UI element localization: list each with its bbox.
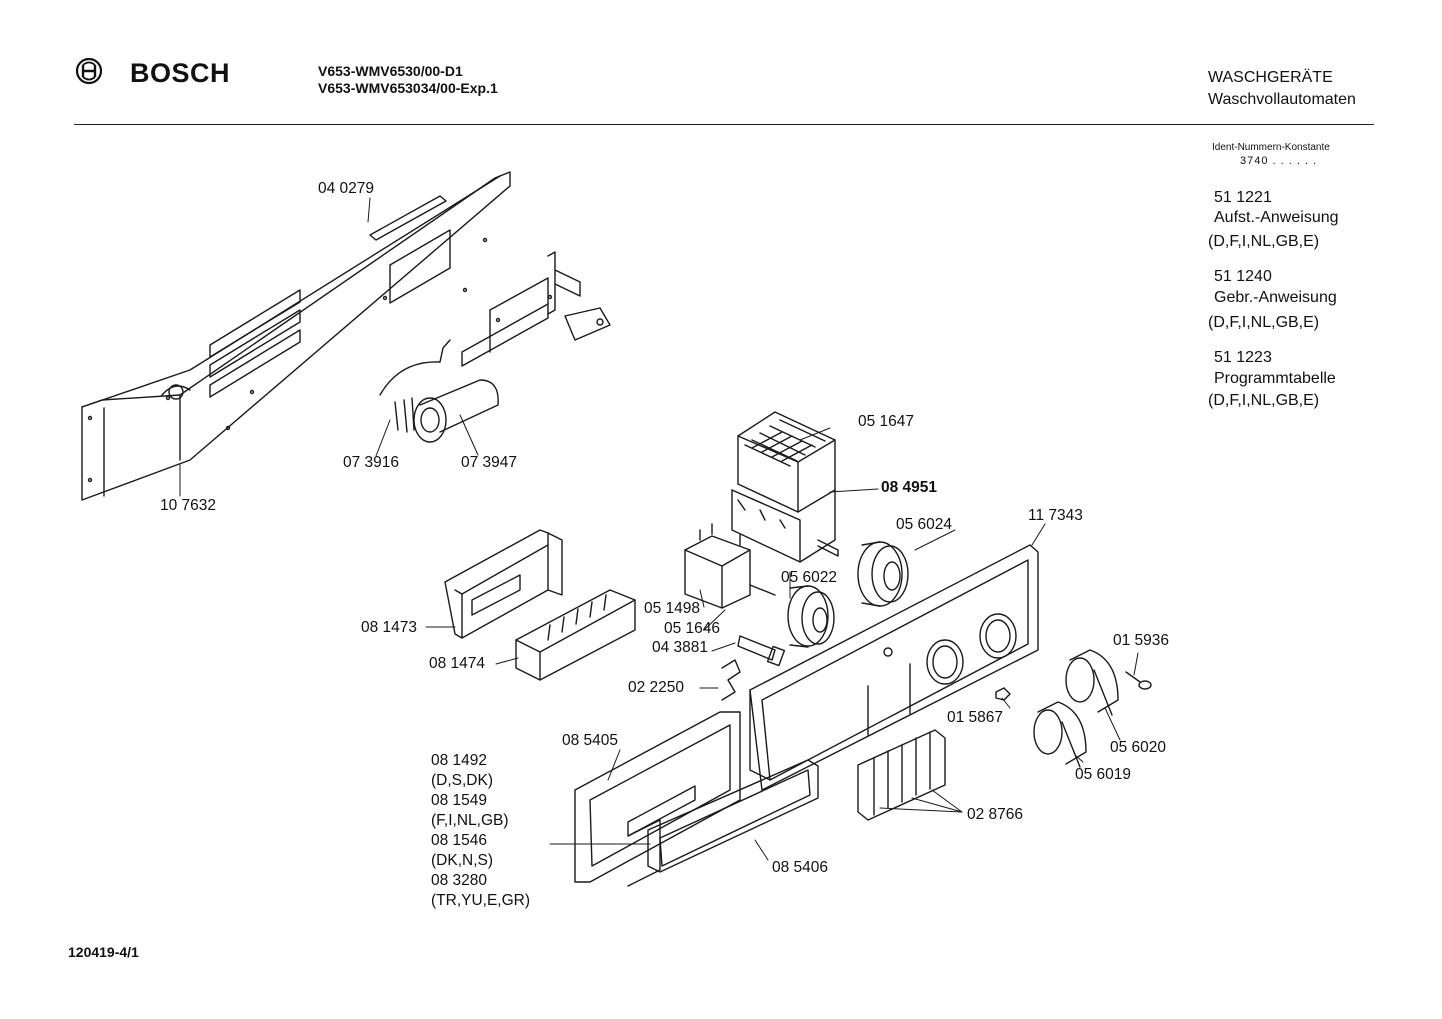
subcategory: Waschvollautomaten [1208,91,1356,108]
drawing-number: 120419-4/1 [68,944,139,960]
category: WASCHGERÄTE [1208,69,1333,86]
clip-drawing [721,659,741,701]
part-label: 02 8766 [967,806,1024,823]
part-label: 05 1646 [664,620,721,637]
doc-number: 51 1240 [1214,268,1272,285]
doc-languages: (D,F,I,NL,GB,E) [1208,392,1320,409]
part-label: 08 5405 [562,732,619,749]
model-line-1: V653-WMV6530/00-D1 [318,63,463,79]
ident-title: Ident-Nummern-Konstante [1212,142,1330,153]
part-label: 10 7632 [160,497,217,514]
rotary-knob-drawing [1065,649,1119,716]
doc-name: Programmtabelle [1214,370,1336,387]
ident-value: 3740 . . . . . . [1240,155,1318,167]
doc-languages: (D,F,I,NL,GB,E) [1208,233,1320,250]
part-label: 02 2250 [628,679,685,696]
nut-drawing [995,687,1011,701]
part-label: 08 5406 [772,859,829,876]
variant-number: 08 1492 [431,752,488,769]
push-buttons-drawing [857,729,946,821]
doc-number: 51 1221 [1214,189,1272,206]
timer-drawing [731,411,839,563]
cover-drawing [647,759,819,873]
switch-holder-drawing [444,529,563,639]
part-label: 05 1647 [858,413,915,430]
part-label: 04 3881 [652,639,709,656]
part-label: 04 0279 [318,180,375,197]
capacitor-drawing [379,339,499,443]
rotary-knob-drawing [1033,701,1087,768]
variant-countries: (DK,N,S) [431,852,493,869]
brand-name: BOSCH [130,58,231,88]
switch-block-drawing [515,589,636,681]
part-label: 05 6019 [1075,766,1132,783]
part-label: 08 1473 [361,619,418,636]
part-label: 08 4951 [881,479,938,496]
doc-name: Gebr.-Anweisung [1214,289,1337,306]
part-label: 05 6022 [781,569,838,586]
variant-countries: (F,I,NL,GB) [431,812,509,829]
model-line-2: V653-WMV653034/00-Exp.1 [318,80,498,96]
part-label: 01 5867 [947,709,1004,726]
variant-countries: (TR,YU,E,GR) [431,892,531,909]
variant-number: 08 1546 [431,832,488,849]
switch-drawing [684,523,776,609]
bracket-drawing [461,251,611,367]
part-label: 07 3916 [343,454,400,471]
part-label: 05 6024 [896,516,953,533]
part-label: 05 1498 [644,600,701,617]
header-rule [74,124,1374,125]
knob-drawing [857,541,909,607]
lamp-drawing [737,635,786,667]
rear-panel-drawing [81,171,511,501]
front-panel-drawing [749,544,1039,791]
doc-name: Aufst.-Anweisung [1214,209,1339,226]
variant-number: 08 1549 [431,792,488,809]
doc-languages: (D,F,I,NL,GB,E) [1208,314,1320,331]
part-label: 08 1474 [429,655,486,672]
variant-number: 08 3280 [431,872,488,889]
leader-lines [179,197,1139,861]
knob-drawing [787,585,835,648]
part-label: 01 5936 [1113,632,1170,649]
bosch-logo-icon [75,57,103,85]
screw-drawing [1125,671,1152,690]
part-label: 07 3947 [461,454,518,471]
part-label: 05 6020 [1110,739,1167,756]
variant-countries: (D,S,DK) [431,772,493,789]
doc-number: 51 1223 [1214,349,1272,366]
part-label: 11 7343 [1028,507,1083,524]
